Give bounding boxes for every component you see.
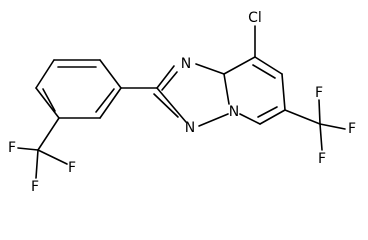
bond xyxy=(198,113,229,127)
bonds xyxy=(17,25,346,179)
bond xyxy=(223,56,256,75)
bond xyxy=(259,109,286,125)
bond xyxy=(281,73,286,111)
bond xyxy=(156,87,187,123)
atom-label-n2: N xyxy=(229,104,239,120)
atom-label-n3: N xyxy=(185,120,195,136)
bond xyxy=(99,87,122,119)
bond xyxy=(95,88,115,113)
bond xyxy=(318,99,321,125)
atom-label-n1: N xyxy=(181,56,191,72)
bond xyxy=(254,56,283,75)
atom-label-f4: F xyxy=(315,85,323,101)
bond xyxy=(37,117,60,151)
bond xyxy=(42,88,56,112)
molecule-drawing: Cl N N N F F F F F F xyxy=(8,10,356,195)
bond xyxy=(319,123,346,130)
atom-label-f5: F xyxy=(348,121,356,137)
bond xyxy=(257,106,278,118)
bond xyxy=(35,149,39,179)
bond xyxy=(37,149,68,165)
bond xyxy=(319,123,323,151)
bond xyxy=(195,63,225,75)
bond xyxy=(153,93,179,118)
bond xyxy=(252,64,276,79)
structure-diagram: Cl N N N F F F F F F xyxy=(7,10,357,195)
bond xyxy=(99,59,122,89)
atom-label-cl: Cl xyxy=(248,10,262,26)
bond xyxy=(161,71,178,91)
atom-label-f6: F xyxy=(318,151,326,167)
bond xyxy=(239,113,261,125)
atom-labels: Cl N N N F F F F F F xyxy=(8,10,356,195)
atom-label-f1: F xyxy=(8,140,16,156)
atom-label-f3: F xyxy=(31,179,39,195)
bond xyxy=(35,87,60,119)
bond xyxy=(35,59,55,89)
bond xyxy=(156,65,175,89)
bond xyxy=(17,147,39,151)
bond xyxy=(223,73,230,105)
atom-label-f2: F xyxy=(68,160,76,176)
bond xyxy=(284,109,321,125)
